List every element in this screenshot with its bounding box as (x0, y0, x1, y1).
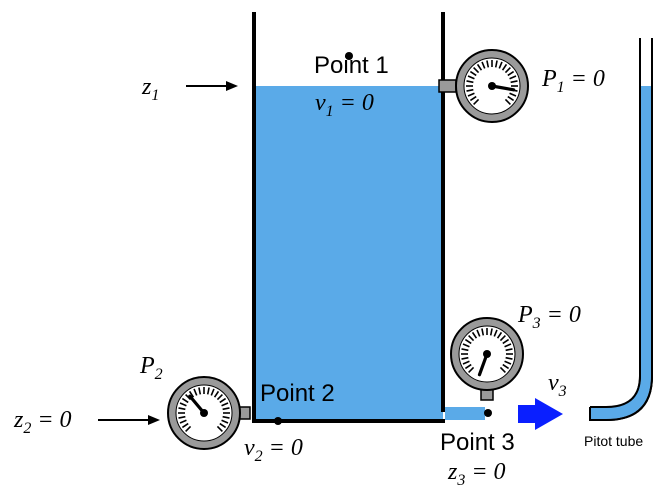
z2-arrow (98, 415, 160, 425)
z3-label: z3 = 0 (447, 459, 506, 489)
point2-dot (274, 417, 282, 425)
outlet-water (445, 407, 485, 420)
v2-label: v2 = 0 (244, 435, 303, 465)
point3-label: Point 3 (440, 429, 515, 456)
tank-water (256, 86, 443, 420)
p1-label: P1 = 0 (541, 66, 605, 96)
velocity-arrow (518, 398, 563, 430)
point2-label: Point 2 (260, 380, 335, 407)
p2-label: P2 (139, 353, 163, 383)
z2-label: z2 = 0 (13, 407, 72, 437)
z1-arrow (186, 81, 238, 91)
v1-label: v1 = 0 (315, 90, 374, 120)
pitot-tube (589, 38, 653, 421)
pressure-gauge-p2 (167, 376, 251, 450)
point1-label: Point 1 (314, 52, 389, 79)
point1-dot (345, 52, 353, 60)
point3-dot (484, 409, 492, 417)
pitot-tube-label: Pitot tube (584, 433, 643, 449)
pressure-gauge-p1 (438, 49, 529, 123)
p3-label: P3 = 0 (517, 302, 581, 332)
v3-label: v3 (548, 370, 567, 400)
tank-walls (252, 12, 445, 423)
z1-label: z1 (141, 74, 159, 104)
pressure-gauge-p3 (450, 317, 524, 401)
